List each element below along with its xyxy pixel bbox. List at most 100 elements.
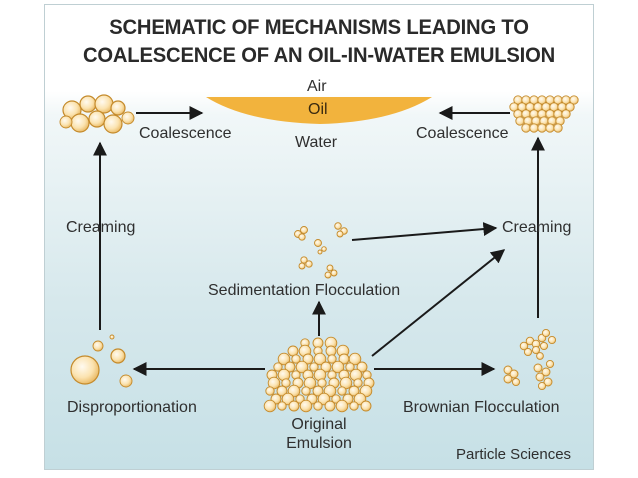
droplet xyxy=(110,100,126,116)
droplet xyxy=(314,239,322,247)
droplet xyxy=(277,352,291,366)
air-label: Air xyxy=(307,78,327,95)
droplet xyxy=(79,95,97,113)
droplet xyxy=(103,114,123,134)
coalesced-droplets-left xyxy=(59,94,135,134)
sedimentation-floc-droplets xyxy=(294,222,348,279)
droplet xyxy=(295,394,305,404)
arrow-original-to-creaming xyxy=(371,249,506,357)
droplet xyxy=(330,269,338,277)
droplet xyxy=(348,352,362,366)
droplet xyxy=(300,226,308,234)
droplet xyxy=(353,378,363,388)
water-label: Water xyxy=(295,134,338,151)
droplet xyxy=(92,340,104,352)
droplet xyxy=(531,345,541,355)
original-emulsion-label-line1: Original xyxy=(291,416,347,433)
droplet xyxy=(541,367,551,377)
droplet xyxy=(345,362,355,372)
diagram-title-line2: COALESCENCE OF AN OIL-IN-WATER EMULSION xyxy=(82,43,556,67)
droplet xyxy=(327,354,337,364)
droplet xyxy=(337,386,347,396)
droplet xyxy=(88,110,106,128)
droplet xyxy=(94,94,114,114)
arrows xyxy=(93,106,545,376)
droplet xyxy=(326,264,334,272)
droplet xyxy=(324,400,336,412)
droplet xyxy=(553,123,563,133)
droplet xyxy=(299,399,313,413)
droplet xyxy=(331,394,341,404)
droplet xyxy=(335,399,349,413)
droplet xyxy=(533,363,543,373)
droplet xyxy=(569,95,579,105)
droplet xyxy=(565,102,575,112)
disproportionation-droplets xyxy=(70,334,133,388)
brownian-flocculation-label: Brownian Flocculation xyxy=(403,399,560,416)
droplet xyxy=(312,385,324,397)
droplet xyxy=(529,123,539,133)
droplet xyxy=(70,113,90,133)
droplet xyxy=(545,123,555,133)
droplet xyxy=(334,222,342,230)
droplet xyxy=(511,377,521,387)
droplet xyxy=(265,386,275,396)
original-emulsion-droplets xyxy=(263,336,375,413)
droplet xyxy=(348,385,360,397)
droplet xyxy=(298,233,306,241)
droplet xyxy=(317,378,327,388)
droplet xyxy=(523,347,533,357)
droplet xyxy=(519,341,529,351)
droplet xyxy=(545,359,555,369)
droplet xyxy=(70,355,100,385)
droplet xyxy=(277,401,287,411)
droplet xyxy=(273,362,283,372)
droplet xyxy=(119,374,133,388)
droplet xyxy=(547,335,557,345)
droplet xyxy=(541,328,551,338)
creaming-right-label: Creaming xyxy=(502,219,572,236)
diagram-title-line1: SCHEMATIC OF MECHANISMS LEADING TO xyxy=(109,15,529,39)
droplet xyxy=(305,260,313,268)
droplet xyxy=(503,374,513,384)
creaming-left-label: Creaming xyxy=(66,219,136,236)
brownian-floc-cluster-top xyxy=(519,328,557,360)
oil-layer xyxy=(206,97,432,124)
droplet xyxy=(291,354,301,364)
droplet xyxy=(284,361,296,373)
droplet xyxy=(336,230,344,238)
arrow-sedimentation-to-creaming xyxy=(351,222,498,241)
droplet xyxy=(121,111,135,125)
droplet xyxy=(109,334,115,340)
droplet xyxy=(317,249,323,255)
droplet xyxy=(263,399,277,413)
droplet xyxy=(561,109,571,119)
droplet xyxy=(360,400,372,412)
droplet xyxy=(321,246,327,252)
droplet xyxy=(276,385,288,397)
droplet xyxy=(110,348,126,364)
droplet xyxy=(313,352,327,366)
coalesced-droplets-right xyxy=(509,95,579,133)
droplet xyxy=(536,352,544,360)
droplet xyxy=(503,365,513,375)
droplet xyxy=(281,378,291,388)
coalescence-left-label: Coalescence xyxy=(139,125,232,142)
oil-label: Oil xyxy=(308,101,328,118)
sedimentation-flocculation-label: Sedimentation Flocculation xyxy=(208,282,401,299)
droplet xyxy=(356,361,368,373)
droplet xyxy=(537,123,547,133)
droplet xyxy=(539,341,549,351)
brownian-floc-clusters-bottom xyxy=(503,359,555,391)
droplet xyxy=(324,271,332,279)
droplet xyxy=(331,360,345,374)
credit-label: Particle Sciences xyxy=(456,446,572,463)
droplet xyxy=(298,262,306,270)
droplet xyxy=(301,386,311,396)
droplet xyxy=(313,401,323,411)
droplet xyxy=(309,362,319,372)
disproportionation-label: Disproportionation xyxy=(67,399,197,416)
droplet xyxy=(535,372,545,382)
droplet xyxy=(288,400,300,412)
